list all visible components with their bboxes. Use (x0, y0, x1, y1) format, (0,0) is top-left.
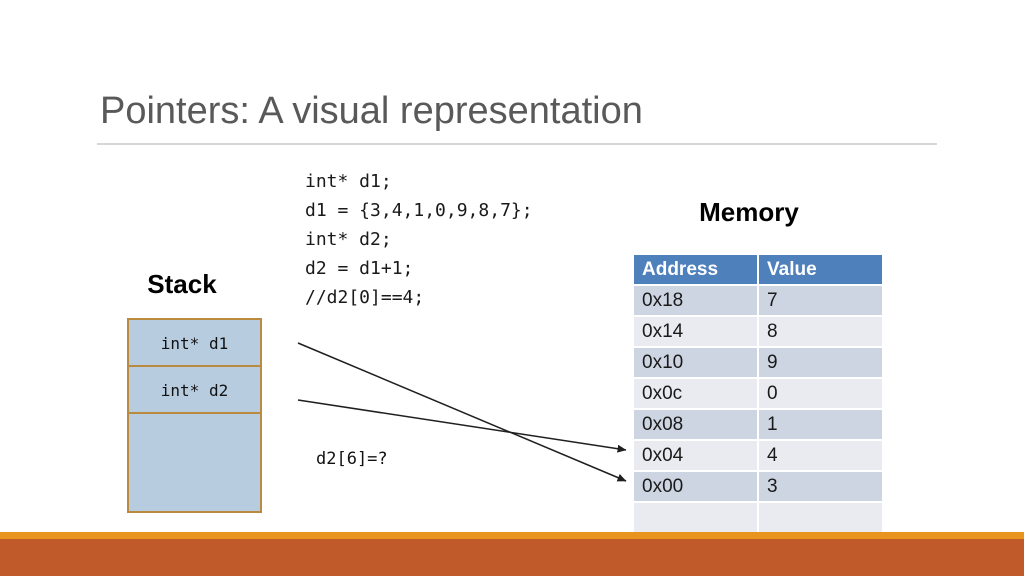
stack-box: int* d1 int* d2 (127, 318, 262, 513)
slide-title: Pointers: A visual representation (100, 90, 643, 132)
memory-table-header-row: Address Value (634, 255, 882, 284)
code-line: d1 = {3,4,1,0,9,8,7}; (305, 200, 533, 221)
memory-heading: Memory (699, 197, 799, 227)
value-cell: 0 (759, 379, 882, 408)
value-cell: 9 (759, 348, 882, 377)
table-row: 0x14 8 (634, 317, 882, 346)
table-row: 0x18 7 (634, 286, 882, 315)
bottom-accent-stripe (0, 532, 1024, 539)
code-line: d2 = d1+1; (305, 258, 414, 279)
arrow-d2-to-0x04 (297, 399, 627, 453)
table-row: 0x00 3 (634, 472, 882, 501)
stack-cell-d2: int* d2 (129, 367, 260, 414)
stack-cell-d1: int* d1 (129, 320, 260, 367)
question-label: d2[6]=? (316, 449, 388, 469)
address-cell: 0x0c (634, 379, 757, 408)
value-cell: 4 (759, 441, 882, 470)
address-cell: 0x00 (634, 472, 757, 501)
bottom-accent-bar (0, 539, 1024, 576)
memory-table: Address Value 0x18 7 0x14 8 0x10 9 0x0c … (634, 255, 882, 534)
address-cell: 0x04 (634, 441, 757, 470)
memory-col-address: Address (634, 255, 757, 284)
address-cell: 0x08 (634, 410, 757, 439)
value-cell: 8 (759, 317, 882, 346)
value-cell: 7 (759, 286, 882, 315)
code-line: int* d2; (305, 229, 392, 250)
table-row: 0x10 9 (634, 348, 882, 377)
code-line: //d2[0]==4; (305, 287, 425, 308)
memory-col-value: Value (759, 255, 882, 284)
table-row: 0x0c 0 (634, 379, 882, 408)
code-snippet: int* d1; d1 = {3,4,1,0,9,8,7}; int* d2; … (305, 167, 533, 312)
stack-heading: Stack (147, 269, 217, 299)
address-cell: 0x10 (634, 348, 757, 377)
title-divider-line (97, 143, 937, 145)
table-row-empty (634, 503, 882, 532)
address-cell (634, 503, 757, 532)
address-cell: 0x14 (634, 317, 757, 346)
stack-cell-empty (129, 414, 260, 507)
value-cell: 3 (759, 472, 882, 501)
value-cell (759, 503, 882, 532)
table-row: 0x04 4 (634, 441, 882, 470)
address-cell: 0x18 (634, 286, 757, 315)
table-row: 0x08 1 (634, 410, 882, 439)
code-line: int* d1; (305, 171, 392, 192)
value-cell: 1 (759, 410, 882, 439)
